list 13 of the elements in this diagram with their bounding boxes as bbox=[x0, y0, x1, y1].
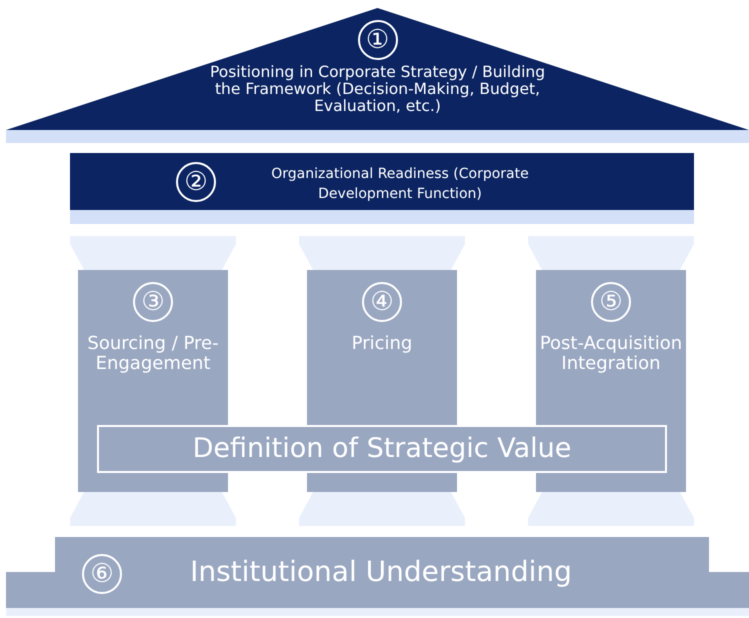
number-circle: ③ bbox=[133, 282, 173, 322]
banner-text: Definition of Strategic Value bbox=[192, 433, 572, 464]
base-text: Institutional Understanding bbox=[190, 555, 572, 588]
number-circle: ⑤ bbox=[591, 282, 631, 322]
beam-text: Organizational Readiness (Corporate Development Function) bbox=[271, 166, 529, 202]
pillar-text: Pricing bbox=[352, 333, 412, 354]
number-circle: ④ bbox=[362, 282, 402, 322]
roof-text: Positioning in Corporate Strategy / Building the Framework (Decision-Making, Budget, Evaluation, etc.) bbox=[210, 63, 546, 116]
pillar-text: Post-Acquisition Integration bbox=[540, 333, 682, 374]
number-circle: ② bbox=[176, 162, 216, 202]
pillar-text: Sourcing / Pre-Engagement bbox=[87, 333, 219, 374]
number-circle: ① bbox=[358, 20, 398, 60]
number-circle: ⑥ bbox=[82, 554, 122, 594]
